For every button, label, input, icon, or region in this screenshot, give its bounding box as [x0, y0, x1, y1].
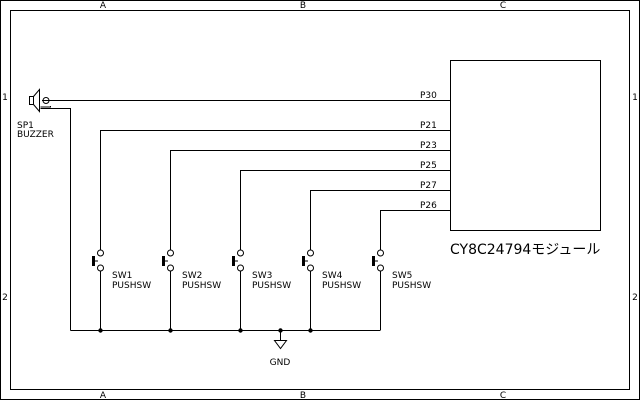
pushswitch-icon: [232, 249, 244, 330]
pushswitch-icon: [162, 249, 174, 330]
pin-label-p27: P27: [420, 181, 437, 191]
junction-dot: [98, 328, 313, 333]
pin-label-p30: P30: [420, 91, 437, 101]
zone-label-bottom-c: C: [500, 391, 506, 400]
zone-label-top-b: B: [300, 1, 306, 11]
switch-ref-sw1: SW1: [112, 271, 132, 281]
switch-value-sw4: PUSHSW: [322, 281, 361, 291]
pin-label-p25: P25: [420, 161, 437, 171]
switch-ref-sw2: SW2: [182, 271, 202, 281]
buzzer-lead: [40, 106, 51, 108]
module-block: [450, 60, 601, 231]
net-p26-wire: [380, 210, 450, 250]
pushswitch-icon: [372, 249, 384, 330]
pushswitch-icon: [302, 249, 314, 330]
switch-value-sw5: PUSHSW: [392, 281, 431, 291]
zone-label-right-2: 2: [632, 293, 638, 303]
zone-label-top-c: C: [500, 1, 506, 11]
switch-ref-sw3: SW3: [252, 271, 272, 281]
pin-label-p26: P26: [420, 201, 437, 211]
ground-label: GND: [270, 358, 291, 368]
zone-label-bottom-b: B: [300, 391, 306, 400]
module-label: CY8C24794モジュール: [450, 242, 600, 258]
net-p25-wire: [240, 170, 450, 250]
zone-label-bottom-a: A: [100, 391, 107, 400]
switch-ref-sw4: SW4: [322, 271, 343, 281]
pushswitch-icon: [92, 249, 104, 330]
zone-label-right-1: 1: [632, 93, 638, 103]
buzzer-gnd-wire: [40, 108, 71, 331]
inner-border: [10, 10, 630, 390]
zone-label-left-2: 2: [2, 293, 8, 303]
switch-value-sw3: PUSHSW: [252, 281, 291, 291]
pin-label-p23: P23: [420, 141, 437, 151]
ground-icon: [273, 330, 288, 350]
net-p21-wire: [100, 130, 450, 250]
switch-ref-sw5: SW5: [392, 271, 412, 281]
buzzer-ref: SP1: [17, 121, 34, 131]
switch-value-sw2: PUSHSW: [182, 281, 221, 291]
net-p23-wire: [170, 150, 450, 250]
zone-label-left-1: 1: [2, 93, 8, 103]
zone-label-top-a: A: [100, 1, 107, 11]
switch-value-sw1: PUSHSW: [112, 281, 151, 291]
buzzer-value: BUZZER: [17, 130, 54, 140]
pin-label-p21: P21: [420, 121, 437, 131]
net-p27-wire: [310, 190, 450, 250]
